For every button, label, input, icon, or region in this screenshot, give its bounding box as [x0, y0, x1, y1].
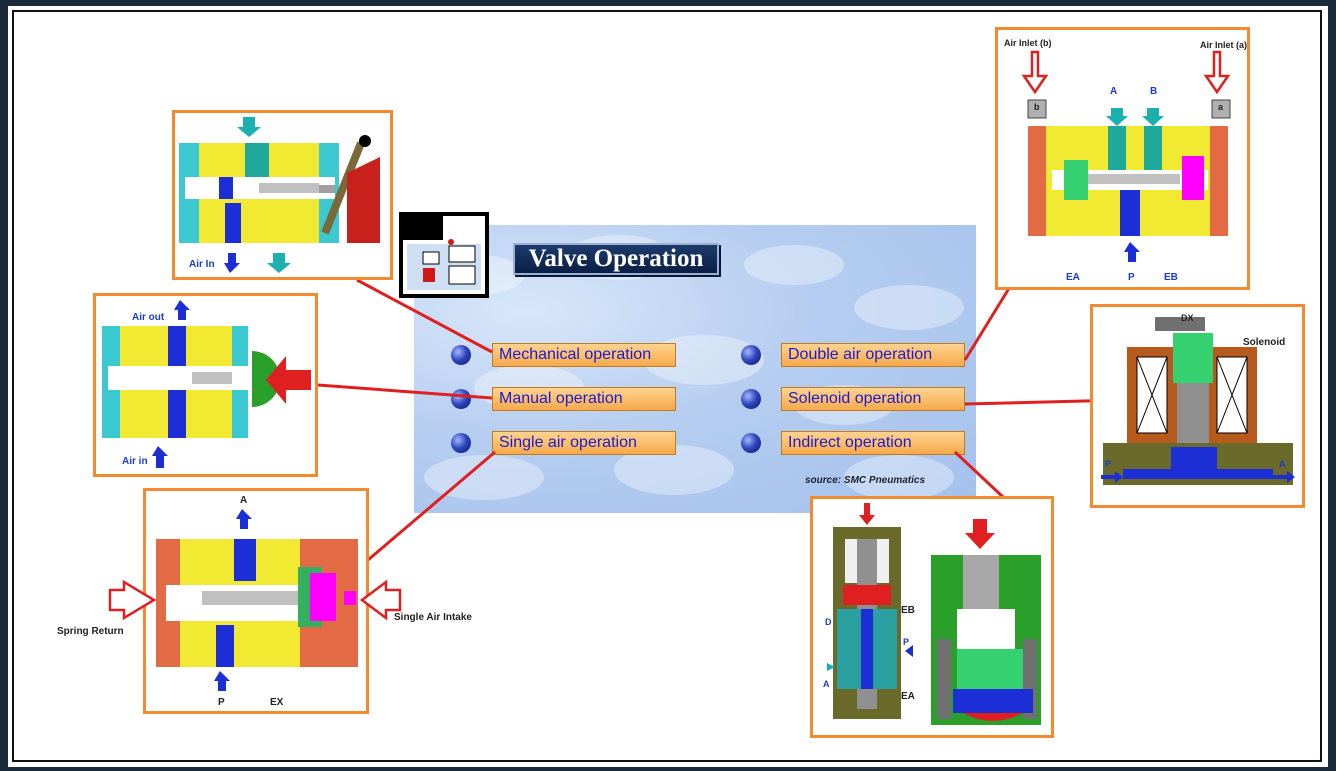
port-p-label: P [1105, 459, 1112, 469]
solenoid-operation-diagram: DX Solenoid P A [1090, 304, 1305, 508]
connector-indirect [953, 450, 1005, 499]
page-title: Valve Operation [513, 243, 719, 275]
mechanical-operation-button[interactable]: Mechanical operation [492, 343, 676, 367]
port-p-label: P [1128, 272, 1135, 283]
valve-logo-icon [399, 212, 489, 298]
manual-operation-diagram: Air out Air in [93, 293, 318, 477]
manual-operation-button[interactable]: Manual operation [492, 387, 676, 411]
port-b-label: B [1150, 86, 1158, 97]
port-ex-label: EX [270, 697, 284, 708]
double-air-operation-diagram: Air Inlet (b) Air Inlet (a) b a A B EA P… [995, 27, 1250, 290]
mechanical-operation-diagram: Air In [172, 110, 393, 280]
port-ea-label: EA [901, 691, 915, 702]
bullet-icon [451, 433, 471, 453]
bullet-icon [741, 389, 761, 409]
double-air-operation-button[interactable]: Double air operation [781, 343, 965, 367]
port-ea-label: EA [1066, 272, 1080, 283]
port-p-label: P [903, 637, 910, 647]
solenoid-label: Solenoid [1243, 337, 1286, 348]
air-in-label: Air In [189, 259, 215, 270]
connector-mechanical [356, 278, 493, 354]
source-credit: source: SMC Pneumatics [805, 475, 926, 486]
bullet-icon [741, 345, 761, 365]
port-a-label: A [1110, 86, 1118, 97]
port-a-label: A [240, 495, 248, 506]
single-air-operation-button[interactable]: Single air operation [492, 431, 676, 455]
solenoid-operation-button[interactable]: Solenoid operation [781, 387, 965, 411]
inlet-a-button-label: a [1218, 102, 1224, 112]
inlet-b-button-label: b [1034, 102, 1040, 112]
connector-single-air [367, 450, 496, 562]
port-d-label: D [825, 617, 832, 627]
port-eb-label: EB [901, 605, 915, 616]
spring-return-label: Spring Return [57, 626, 124, 637]
port-dx-label: DX [1181, 313, 1194, 323]
air-in-label: Air in [122, 456, 148, 467]
port-a-label: A [1279, 459, 1286, 469]
bullet-icon [451, 345, 471, 365]
port-p-label: P [218, 697, 225, 708]
single-air-intake-label: Single Air Intake [394, 612, 472, 623]
indirect-operation-diagram: EB D P A EA [810, 496, 1054, 738]
connector-manual [317, 383, 493, 400]
air-inlet-a-label: Air Inlet (a) [1200, 40, 1248, 50]
air-out-label: Air out [132, 312, 165, 323]
port-a-label: A [823, 679, 830, 689]
indirect-operation-button[interactable]: Indirect operation [781, 431, 965, 455]
port-eb-label: EB [1164, 272, 1178, 283]
air-inlet-b-label: Air Inlet (b) [1004, 38, 1052, 48]
bullet-icon [741, 433, 761, 453]
single-air-operation-diagram: A P EX [143, 488, 369, 714]
slide-frame [12, 10, 1322, 762]
